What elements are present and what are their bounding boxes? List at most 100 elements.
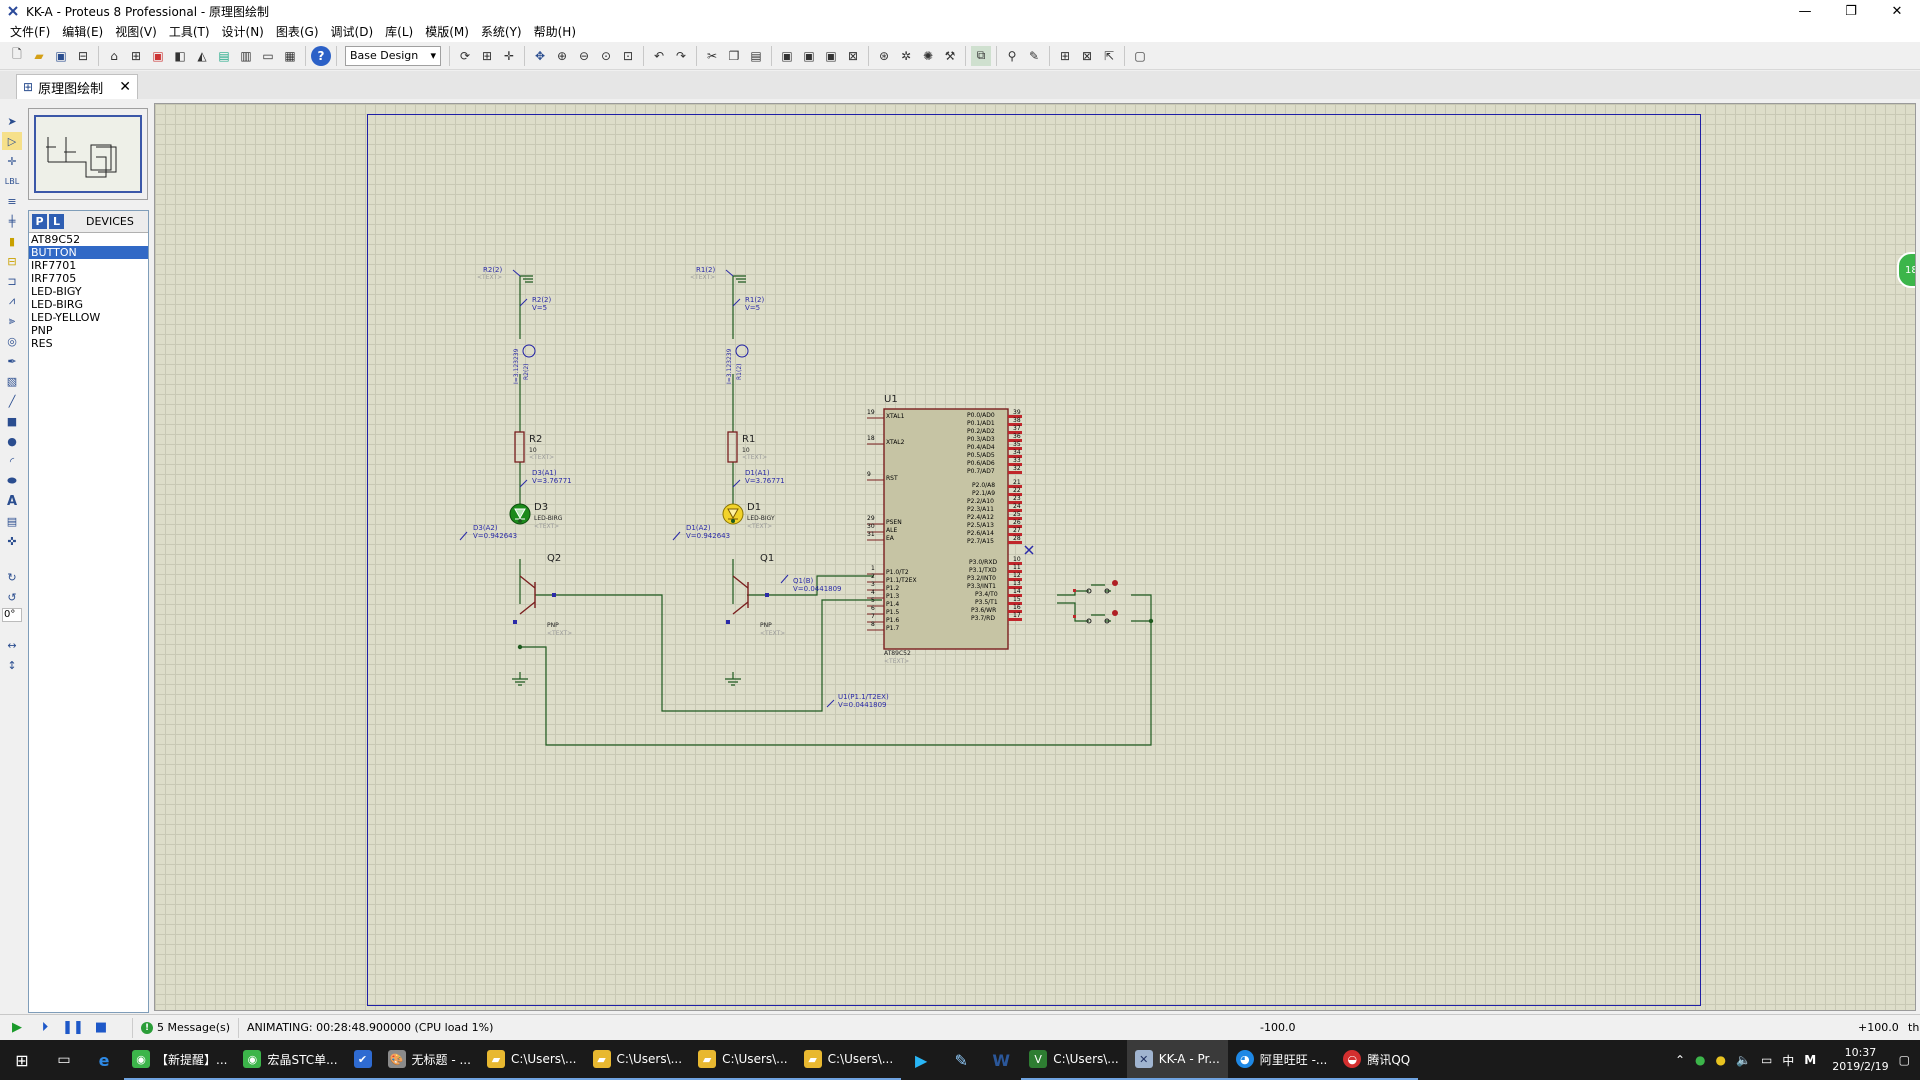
menu-library[interactable]: 库(L) (385, 25, 414, 39)
mirror-y-icon[interactable]: ↕ (7, 658, 17, 672)
remove-sheet-icon[interactable]: ⊠ (1081, 48, 1093, 63)
zoom-all-icon[interactable]: ⊙ (600, 48, 612, 63)
menu-graph[interactable]: 图表(G) (275, 25, 319, 39)
arc-2d-icon[interactable]: ◜ (9, 454, 15, 468)
generator-icon[interactable]: ◎ (7, 334, 17, 348)
pause-icon[interactable]: ❚❚ (62, 1020, 84, 1035)
search-icon[interactable]: ⚲ (1007, 48, 1017, 63)
minimize-button[interactable]: — (1798, 3, 1812, 19)
windows-start-icon[interactable]: ⊞ (15, 1050, 29, 1070)
tab-schematic-capture[interactable]: ⊞ 原理图绘制 ✕ (16, 74, 138, 99)
ie-browser-icon[interactable]: e (98, 1050, 110, 1070)
path-2d-icon[interactable]: ⬬ (7, 474, 17, 487)
media-player-icon[interactable]: ▶ (915, 1050, 928, 1070)
menu-file[interactable]: 文件(F) (10, 25, 51, 39)
exit-to-parent-icon[interactable]: ⇱ (1103, 48, 1115, 63)
make-device-icon[interactable]: ✲ (900, 48, 912, 63)
selection-mode-icon[interactable]: ➤ (7, 114, 17, 128)
step-icon[interactable]: ⏵ (41, 1020, 49, 1035)
zoom-in-icon[interactable]: ⊕ (556, 48, 568, 63)
device-item[interactable]: LED-BIGY (31, 285, 82, 298)
paste-icon[interactable]: ▤ (750, 48, 762, 63)
stop-icon[interactable]: ■ (94, 1020, 108, 1035)
menu-debug[interactable]: 调试(D) (330, 25, 374, 39)
line-2d-icon[interactable]: ╱ (8, 394, 16, 408)
taskbar-item[interactable]: 🎨 无标题 - ... (379, 1040, 479, 1080)
home-icon[interactable]: ⌂ (110, 48, 118, 63)
graph-icon[interactable]: ⩘ (8, 294, 16, 307)
menu-tools[interactable]: 工具(T) (168, 25, 210, 39)
menu-help[interactable]: 帮助(H) (533, 25, 577, 39)
circle-2d-icon[interactable]: ● (7, 434, 17, 448)
menu-view[interactable]: 视图(V) (115, 25, 157, 39)
taskbar-item[interactable]: ▰ C:\Users\... (584, 1040, 691, 1080)
virtual-instruments-icon[interactable]: ▧ (6, 374, 18, 388)
schematic-canvas[interactable]: R2(2) <TEXT> R2(2) V=5 I=3.123239 R2(2) … (154, 103, 1916, 1011)
origin-icon[interactable]: ✛ (503, 48, 515, 63)
pcb-icon[interactable]: ▣ (152, 48, 164, 63)
device-item[interactable]: BUTTON (29, 246, 148, 259)
tray-shield-icon[interactable]: ● (1715, 1053, 1726, 1067)
pick-device-icon[interactable]: ⊛ (878, 48, 890, 63)
pan-icon[interactable]: ✥ (534, 48, 546, 63)
device-item[interactable]: LED-YELLOW (31, 311, 101, 324)
ime-mode-indicator[interactable]: M (1804, 1053, 1817, 1067)
symbol-2d-icon[interactable]: ▤ (6, 514, 18, 528)
packaging-icon[interactable]: ✺ (922, 48, 934, 63)
subcircuit-icon[interactable]: ▮ (8, 234, 16, 248)
voltage-probe-icon[interactable]: ✒ (7, 354, 17, 368)
block-delete-icon[interactable]: ⊠ (847, 48, 859, 63)
component-mode-icon[interactable]: ▷ (2, 132, 22, 150)
device-item[interactable]: IRF7705 (31, 272, 77, 285)
refresh-icon[interactable]: ⟳ (459, 48, 471, 63)
import-icon[interactable]: ⊟ (77, 48, 89, 63)
copy-icon[interactable]: ❐ (728, 48, 740, 63)
menu-system[interactable]: 系统(Y) (480, 25, 522, 39)
new-file-icon[interactable]: 🗋 (12, 47, 22, 61)
report-icon[interactable]: ▦ (284, 48, 296, 63)
clock[interactable]: 10:37 2019/2/19 (1832, 1046, 1888, 1074)
device-item[interactable]: RES (31, 337, 53, 350)
undo-icon[interactable]: ↶ (653, 48, 665, 63)
rotate-anticlockwise-icon[interactable]: ↺ (7, 590, 17, 604)
decompose-icon[interactable]: ⚒ (944, 48, 956, 63)
tape-recorder-icon[interactable]: ⫸ (8, 314, 16, 327)
taskbar-item[interactable]: ▰ C:\Users\... (690, 1040, 796, 1080)
tray-360-icon[interactable]: ● (1695, 1053, 1706, 1067)
overview-viewport[interactable] (34, 115, 142, 193)
taskbar-item[interactable]: ◉ 【新提醒】... (124, 1040, 236, 1080)
task-view-icon[interactable]: ▭ (57, 1052, 71, 1068)
marker-2d-icon[interactable]: ✜ (7, 534, 17, 548)
pick-devices-button[interactable]: P (32, 214, 47, 229)
help-icon[interactable]: ? (311, 45, 331, 66)
junction-dot-icon[interactable]: ✛ (7, 154, 17, 168)
design-variant-select[interactable]: Base Design ▾ (345, 45, 441, 66)
play-icon[interactable]: ▶ (12, 1020, 22, 1035)
rotate-clockwise-icon[interactable]: ↻ (7, 570, 17, 584)
menu-template[interactable]: 模版(M) (425, 25, 469, 39)
box-2d-icon[interactable]: ■ (6, 414, 18, 428)
maximize-button[interactable]: ❐ (1845, 3, 1857, 19)
save-icon[interactable]: ▣ (55, 48, 67, 63)
taskbar-item[interactable]: ✔ (345, 1040, 380, 1080)
open-folder-icon[interactable]: ▰ (34, 48, 44, 63)
zoom-out-icon[interactable]: ⊖ (578, 48, 590, 63)
property-assignment-icon[interactable]: ✎ (1028, 48, 1040, 63)
wire-label-icon[interactable]: LBL (4, 176, 20, 186)
overview-window[interactable] (28, 108, 148, 200)
device-pins-icon[interactable]: ⊐ (7, 274, 17, 288)
gerber-icon[interactable]: ◧ (174, 48, 186, 63)
taskbar-item[interactable]: ▰ C:\Users\... (795, 1040, 902, 1080)
source-code-icon[interactable]: ▥ (240, 48, 252, 63)
close-button[interactable]: ✕ (1891, 3, 1903, 19)
taskbar-item[interactable]: ✕ KK-A - Pr... (1126, 1040, 1228, 1080)
block-copy-icon[interactable]: ▣ (781, 48, 793, 63)
device-item[interactable]: IRF7701 (31, 259, 77, 272)
redo-icon[interactable]: ↷ (675, 48, 687, 63)
taskbar-item[interactable]: ▰ C:\Users\... (478, 1040, 585, 1080)
notepad-icon[interactable]: ✎ (954, 1050, 968, 1070)
side-float-badge[interactable]: 18 (1897, 252, 1915, 288)
notifications-icon[interactable]: ▢ (1898, 1053, 1910, 1067)
netlist-icon[interactable]: ▢ (1134, 48, 1146, 63)
schematic-icon[interactable]: ⊞ (130, 48, 142, 63)
